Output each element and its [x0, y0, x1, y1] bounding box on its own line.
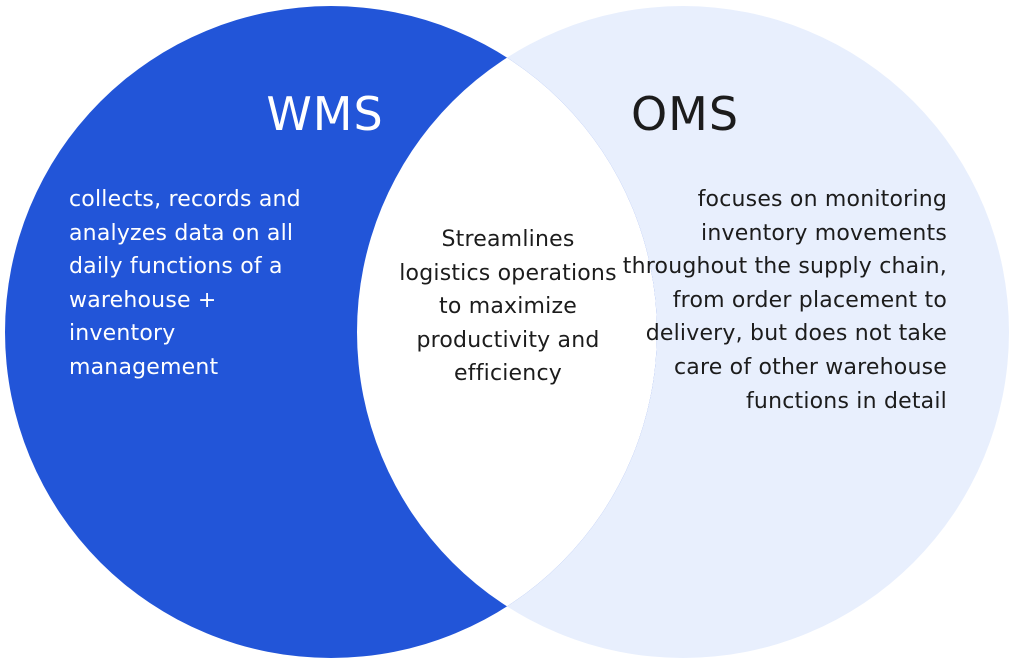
- overlap-description: Streamlines logistics operations to maxi…: [399, 227, 617, 387]
- overlap-region: [357, 6, 657, 658]
- wms-description: collects, records and analyzes data on a…: [69, 187, 301, 380]
- wms-title: WMS: [266, 87, 384, 141]
- oms-title: OMS: [630, 87, 740, 141]
- oms-description: focuses on monitoring inventory movement…: [622, 187, 947, 414]
